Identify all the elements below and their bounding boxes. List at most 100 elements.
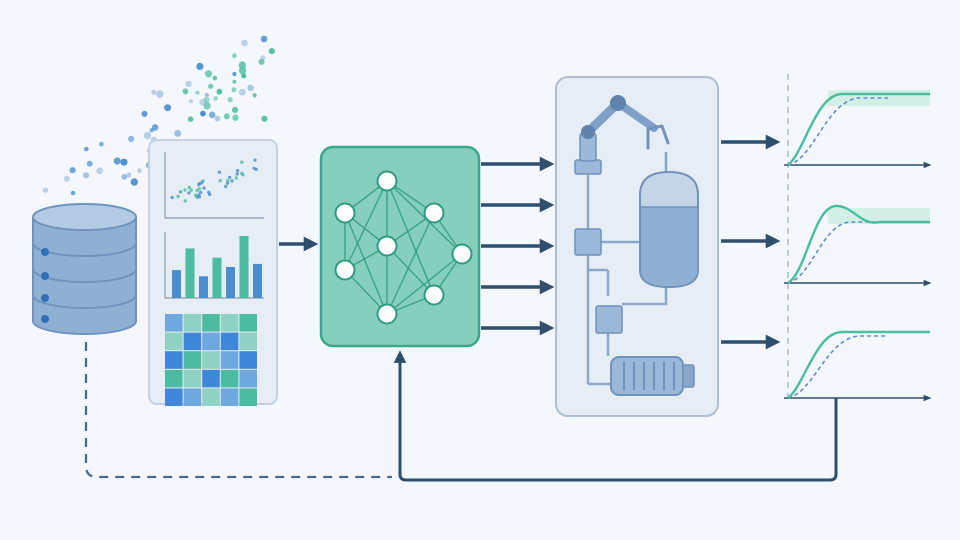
data-point — [187, 116, 194, 122]
scatter-dot — [189, 188, 193, 192]
bar — [172, 270, 181, 298]
data-point — [232, 79, 237, 84]
response-plots — [784, 90, 932, 402]
heatmap-cell — [165, 351, 183, 369]
heatmap-cell — [220, 369, 239, 388]
bar — [199, 276, 208, 298]
scatter-dot — [183, 199, 187, 203]
data-point — [223, 113, 230, 120]
scatter-dot — [254, 167, 258, 172]
scatter-dot — [195, 188, 199, 193]
network-edge — [386, 180, 463, 255]
heatmap-cell — [202, 369, 220, 388]
scatter-dot — [240, 160, 244, 164]
data-point — [208, 111, 216, 119]
database-icon — [32, 203, 137, 335]
feedback-loop-arrow — [393, 350, 838, 482]
heatmap-cell — [202, 388, 220, 406]
data-point — [260, 35, 268, 43]
data-point — [86, 160, 93, 167]
network-edge — [344, 212, 388, 315]
data-point — [227, 97, 233, 103]
data-point — [232, 71, 237, 77]
heatmap-cell — [239, 369, 257, 388]
dashboard-icon — [148, 139, 278, 406]
scatter-dot — [187, 191, 191, 195]
network-edge — [386, 180, 435, 296]
data-point — [238, 88, 246, 96]
data-point — [216, 88, 223, 95]
scatter-dot — [193, 193, 198, 197]
data-point — [195, 90, 200, 95]
data-point — [208, 83, 214, 89]
scatter-dot — [207, 192, 212, 197]
scatter-dot — [197, 193, 201, 197]
data-point — [121, 174, 128, 180]
heatmap-cell — [165, 369, 183, 388]
scatter-dot — [170, 195, 174, 200]
data-point — [261, 115, 268, 122]
data-point — [268, 48, 275, 55]
heatmap-cell — [239, 388, 257, 406]
bar — [239, 236, 249, 298]
scatter-dot — [217, 170, 222, 174]
dashed-database-loop — [84, 342, 392, 479]
data-point — [151, 89, 157, 95]
network-output-arrows — [481, 156, 555, 336]
tank-icon — [639, 170, 699, 289]
heatmap-cell — [183, 369, 202, 388]
heatmap-cell — [183, 388, 202, 406]
data-point — [204, 92, 209, 97]
data-point — [212, 75, 218, 81]
reference-curve — [787, 221, 884, 284]
data-point — [69, 167, 76, 174]
heatmap-cell — [202, 314, 220, 332]
network-node — [334, 202, 356, 224]
network-edge — [344, 180, 388, 271]
bar — [226, 267, 235, 298]
data-point — [241, 39, 248, 47]
data-point — [70, 190, 76, 196]
heatmap-cell — [183, 332, 202, 351]
network-node — [423, 284, 445, 306]
valve-box-lower — [595, 305, 623, 334]
heatmap-cell — [220, 351, 239, 369]
reference-curve — [787, 335, 888, 399]
network-edge — [386, 245, 435, 296]
neural-network-icon — [319, 145, 481, 348]
industrial-plant-panel — [555, 76, 719, 417]
response-curve — [787, 92, 930, 166]
response-plot-1 — [784, 90, 932, 169]
data-point — [203, 102, 211, 110]
data-point — [247, 84, 254, 92]
scatter-dot — [240, 171, 244, 176]
data-point — [185, 80, 192, 88]
network-edge — [386, 212, 435, 315]
data-point — [182, 89, 189, 95]
heatmap-cell — [165, 332, 183, 351]
scatter-dot — [226, 178, 230, 183]
data-point — [126, 172, 132, 178]
response-curve — [787, 204, 930, 285]
scatter-dot — [225, 181, 230, 185]
scatter-dot — [224, 184, 228, 189]
data-point — [231, 106, 239, 113]
bar — [185, 248, 195, 298]
data-point — [200, 110, 206, 117]
data-point — [99, 141, 104, 147]
heatmap-cell — [183, 351, 202, 369]
scatter-dot — [228, 175, 232, 180]
data-point — [113, 157, 121, 165]
heatmap-cell — [165, 314, 183, 332]
data-point — [96, 167, 104, 175]
data-point — [238, 66, 247, 75]
heatmap-cell — [165, 388, 183, 406]
network-node — [376, 235, 398, 257]
data-point — [231, 87, 237, 93]
network-node — [376, 170, 398, 192]
heatmap-cell — [239, 332, 257, 351]
data-point — [174, 129, 182, 137]
data-point — [241, 73, 247, 79]
scatter-dot — [234, 176, 238, 180]
